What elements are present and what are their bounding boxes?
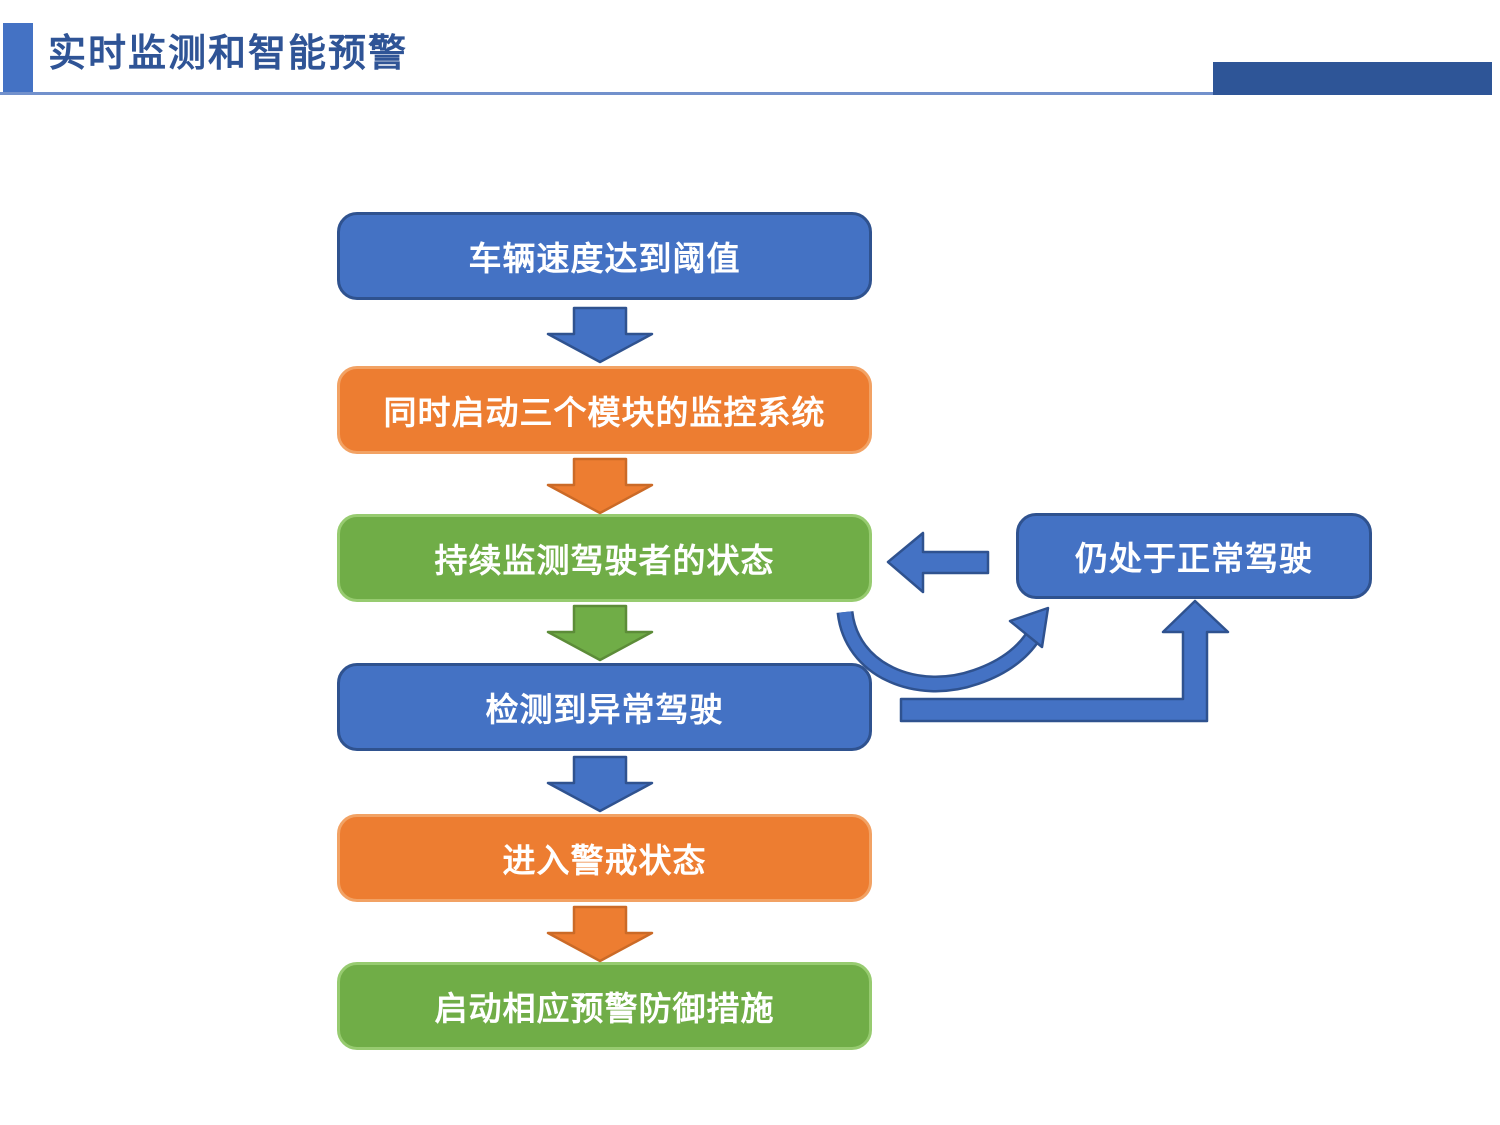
- flow-step-monitor-driver: 持续监测驾驶者的状态: [337, 514, 872, 602]
- arrow-down-icon: [546, 457, 654, 515]
- page-title: 实时监测和智能预警: [48, 33, 409, 75]
- flow-step-start-modules: 同时启动三个模块的监控系统: [337, 366, 872, 454]
- elbow-up-arrow-icon: [899, 599, 1230, 723]
- arrow-down-icon: [546, 306, 654, 364]
- flow-step-speed-threshold: 车辆速度达到阈值: [337, 212, 872, 300]
- arrow-down-icon: [546, 755, 654, 813]
- title-accent-bar: [3, 23, 33, 92]
- header-right-bar: [1213, 62, 1492, 95]
- flow-step-abnormal-detected: 检测到异常驾驶: [337, 663, 872, 751]
- flow-step-alert-state: 进入警戒状态: [337, 814, 872, 902]
- title-underline: [0, 92, 1213, 95]
- curved-loop-arrow-icon: [836, 606, 1050, 693]
- arrow-down-icon: [546, 604, 654, 662]
- arrow-left-icon: [886, 531, 990, 594]
- arrow-down-icon: [546, 905, 654, 963]
- flow-step-normal-driving: 仍处于正常驾驶: [1016, 513, 1372, 599]
- flow-step-defense-measures: 启动相应预警防御措施: [337, 962, 872, 1050]
